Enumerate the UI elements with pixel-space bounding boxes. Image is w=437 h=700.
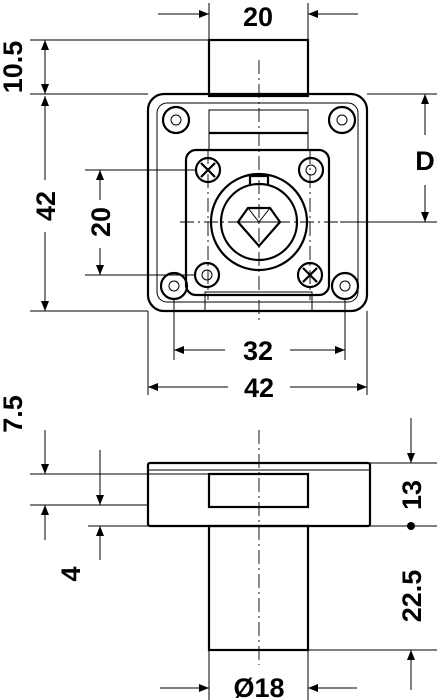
side-dimensions: 7.5 4 13 22.5 Ø18 (0, 395, 437, 700)
hole-top-right-inner (336, 114, 348, 126)
bolt-top (207, 38, 310, 98)
dim-flange-gap: 4 (56, 566, 86, 581)
screw-bottom-right (296, 261, 324, 289)
dim-depth-label: D (415, 146, 435, 176)
keyway-diamond (236, 206, 282, 248)
hole-bottom-left (159, 271, 189, 301)
front-dimensions: 20 10.5 42 20 D 32 42 (0, 2, 437, 403)
side-bolt (207, 472, 310, 509)
bolt-slot (208, 109, 309, 151)
dim-cylinder-length: 22.5 (397, 570, 427, 623)
dim-hole-spacing: 32 (243, 336, 273, 366)
hole-top-right (327, 105, 357, 135)
dim-top-offset: 10.5 (0, 41, 28, 94)
lock-body-inner (156, 102, 359, 303)
hole-bottom-right-inner (339, 280, 351, 292)
front-view (146, 38, 369, 320)
dim-inner-height: 20 (86, 207, 116, 237)
screw-top-right-inner (305, 164, 317, 176)
hole-top-left (161, 105, 191, 135)
hole-top-left-inner (170, 114, 182, 126)
dim-top-width: 20 (243, 2, 273, 32)
side-view (146, 430, 372, 665)
dim-overall-height: 42 (31, 191, 61, 221)
screw-bottom-left-inner (201, 269, 213, 281)
dim-overall-width: 42 (244, 373, 274, 403)
screw-top-right (297, 156, 325, 184)
hole-bottom-left-inner (168, 280, 180, 292)
bottom-slot (204, 291, 313, 312)
side-cylinder (207, 524, 310, 652)
dim-body-height: 13 (397, 480, 427, 510)
screw-bottom-left (193, 261, 221, 289)
dim-cylinder-diameter: Ø18 (233, 673, 284, 700)
hole-bottom-right (330, 271, 360, 301)
dim-body-offset: 7.5 (0, 395, 28, 433)
